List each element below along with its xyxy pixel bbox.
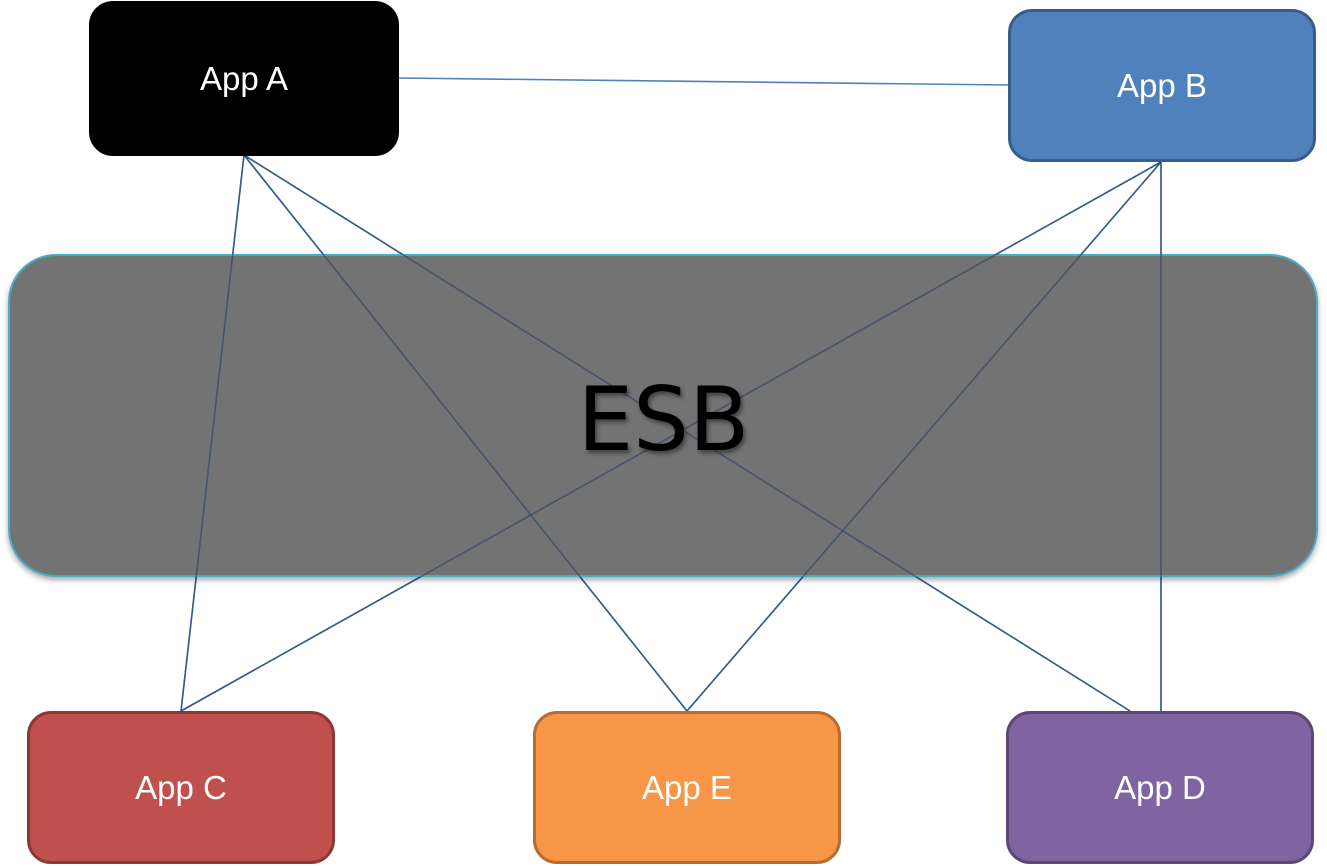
connector-app-a-app-b <box>397 77 1009 86</box>
esb-label: ESB <box>577 368 750 471</box>
app-c-node: App C <box>27 711 335 864</box>
app-e-label: App E <box>642 768 732 806</box>
app-a-label: App A <box>199 59 289 97</box>
app-c-label: App C <box>135 768 227 806</box>
app-e-node: App E <box>533 711 841 864</box>
connector-overlay-a-e <box>243 154 688 712</box>
app-d-node: App D <box>1006 711 1314 864</box>
app-a-node: App A <box>89 1 399 156</box>
connector-overlay-a-d <box>243 154 1131 712</box>
connector-overlay-b-c <box>180 161 1162 712</box>
app-b-label: App B <box>1117 66 1207 104</box>
connector-overlay-b-e <box>686 161 1162 712</box>
app-b-node: App B <box>1008 9 1316 162</box>
esb-bus <box>8 254 1318 577</box>
app-d-label: App D <box>1114 768 1206 806</box>
connector-overlay-a-c <box>180 154 245 712</box>
